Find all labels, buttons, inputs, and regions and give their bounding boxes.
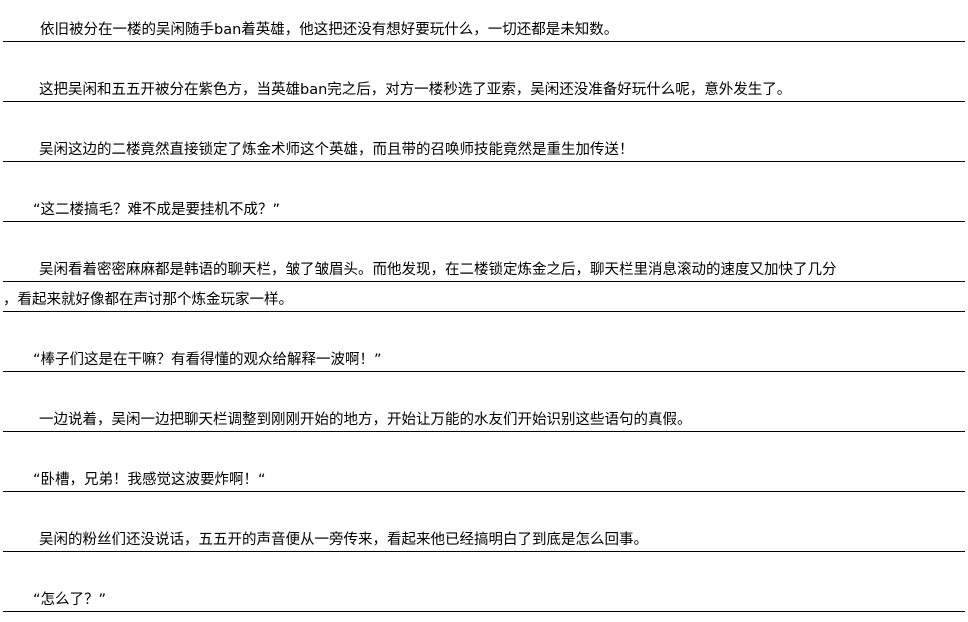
paragraph-text: “这二楼搞毛？难不成是要挂机不成？” — [33, 202, 281, 218]
paragraph-line: “棒子们这是在干嘛？有看得懂的观众给解释一波啊！” — [3, 350, 965, 372]
paragraph-line: “这二楼搞毛？难不成是要挂机不成？” — [3, 200, 965, 222]
paragraph-line: “怎么了？” — [3, 590, 965, 612]
paragraph-text: 这把吴闲和五五开被分在紫色方，当英雄ban完之后，对方一楼秒选了亚索，吴闲还没准… — [39, 82, 792, 98]
paragraph-text: 吴闲的粉丝们还没说话，五五开的声音便从一旁传来，看起来他已经搞明白了到底是怎么回… — [39, 532, 648, 548]
paragraph-text: 一边说着，吴闲一边把聊天栏调整到刚刚开始的地方，开始让万能的水友们开始识别这些语… — [39, 412, 692, 428]
paragraph-line: 吴闲的粉丝们还没说话，五五开的声音便从一旁传来，看起来他已经搞明白了到底是怎么回… — [3, 530, 965, 552]
paragraph-text: “棒子们这是在干嘛？有看得懂的观众给解释一波啊！” — [33, 352, 382, 368]
paragraph-line: ，看起来就好像都在声讨那个炼金玩家一样。 — [3, 290, 965, 312]
paragraph-text: 吴闲这边的二楼竟然直接锁定了炼金术师这个英雄，而且带的召唤师技能竟然是重生加传送… — [39, 142, 634, 158]
paragraph-text: “卧槽，兄弟！我感觉这波要炸啊！“ — [33, 472, 266, 488]
paragraph-text: 吴闲看着密密麻麻都是韩语的聊天栏，皱了皱眉头。而他发现，在二楼锁定炼金之后，聊天… — [39, 262, 837, 278]
paragraph-text: ，看起来就好像都在声讨那个炼金玩家一样。 — [3, 292, 293, 308]
paragraph-text: 依旧被分在一楼的吴闲随手ban着英雄，他这把还没有想好要玩什么，一切还都是未知数… — [40, 22, 619, 38]
paragraph-text: “怎么了？” — [33, 592, 107, 608]
paragraph-line: 一边说着，吴闲一边把聊天栏调整到刚刚开始的地方，开始让万能的水友们开始识别这些语… — [3, 410, 965, 432]
paragraph-line: 这把吴闲和五五开被分在紫色方，当英雄ban完之后，对方一楼秒选了亚索，吴闲还没准… — [3, 80, 965, 102]
paragraph-line: 吴闲这边的二楼竟然直接锁定了炼金术师这个英雄，而且带的召唤师技能竟然是重生加传送… — [3, 140, 965, 162]
paragraph-line: 依旧被分在一楼的吴闲随手ban着英雄，他这把还没有想好要玩什么，一切还都是未知数… — [3, 20, 965, 42]
paragraph-line: 吴闲看着密密麻麻都是韩语的聊天栏，皱了皱眉头。而他发现，在二楼锁定炼金之后，聊天… — [3, 260, 965, 282]
paragraph-line: “卧槽，兄弟！我感觉这波要炸啊！“ — [3, 470, 965, 492]
